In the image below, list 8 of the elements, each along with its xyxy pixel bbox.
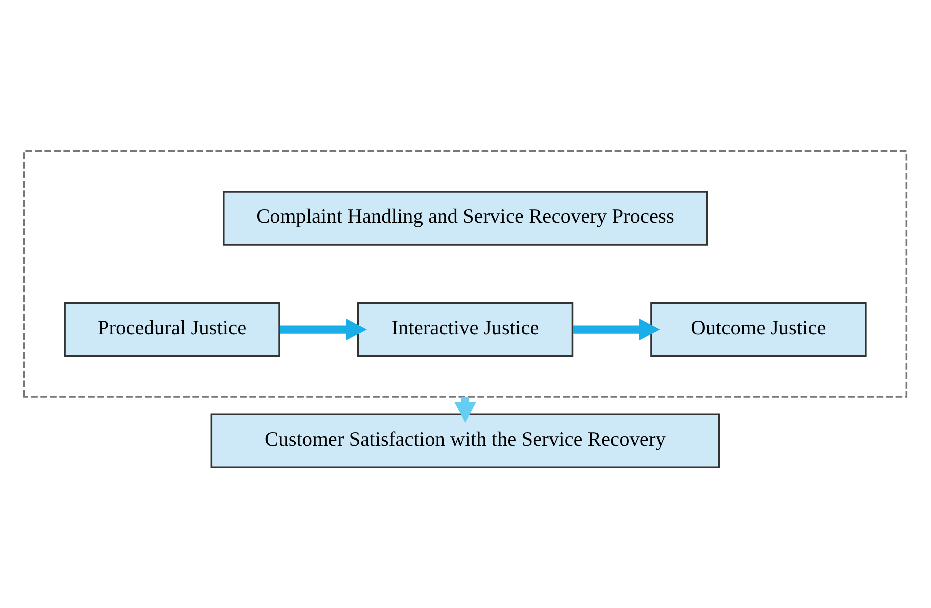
cluster bbox=[23, 150, 908, 398]
node-box: Complaint Handling and Service Recovery Process bbox=[223, 191, 708, 246]
node-box: Outcome Justice bbox=[650, 302, 867, 358]
node-box: Procedural Justice bbox=[64, 302, 280, 358]
arrow bbox=[280, 318, 367, 341]
arrow bbox=[573, 318, 660, 341]
node-box: Interactive Justice bbox=[357, 302, 574, 358]
node-box: Customer Satisfaction with the Service Recovery bbox=[210, 414, 720, 468]
